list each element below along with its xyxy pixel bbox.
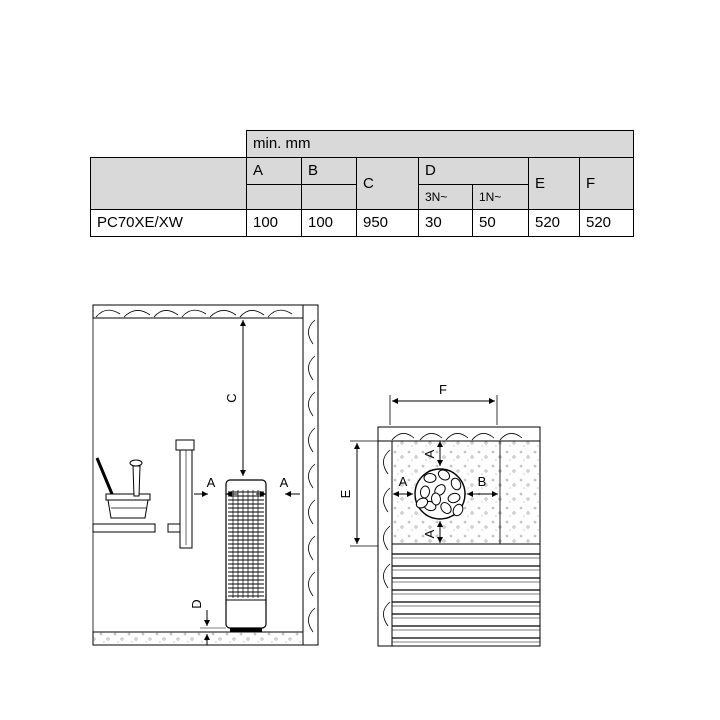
col-subheader-d-1n: 1N~	[472, 184, 529, 210]
dimension-f: F	[389, 382, 498, 425]
heater-grille	[228, 490, 264, 598]
cell-d-1n: 50	[472, 209, 529, 237]
cell-a: 100	[246, 209, 302, 237]
top-floor	[391, 440, 541, 545]
table-group-header: min. mm	[246, 130, 634, 158]
dimension-a-top-left: A	[393, 474, 413, 497]
col-subheader-b-blank	[301, 184, 357, 210]
label-d: D	[189, 599, 204, 608]
col-header-c: C	[356, 157, 419, 210]
col-header-f: F	[579, 157, 634, 210]
bench	[92, 439, 195, 549]
clearance-table: min. mm A B C D E F 3N~ 1N~ PC70XE/XW 10…	[90, 130, 634, 237]
label-f: F	[439, 382, 447, 397]
label-a-top-left: A	[399, 474, 408, 489]
dimension-a-right: A	[256, 475, 300, 497]
dimension-a-left: A	[194, 475, 238, 497]
top-back-wall	[377, 426, 541, 442]
row-model: PC70XE/XW	[90, 209, 247, 237]
dimension-d: D	[189, 599, 226, 645]
top-view: F E A A B A	[338, 382, 541, 647]
label-e: E	[338, 489, 353, 498]
ceiling-boards	[92, 304, 304, 319]
cell-f: 520	[579, 209, 634, 237]
cell-b: 100	[301, 209, 357, 237]
side-view: C A A D	[92, 304, 319, 646]
label-a-top: A	[422, 449, 437, 458]
label-c: C	[224, 393, 239, 402]
dimension-e: E	[338, 440, 378, 547]
label-a-bottom: A	[422, 529, 437, 538]
label-a-side-left: A	[207, 475, 216, 490]
dimension-a-bottom: A	[422, 521, 443, 543]
cell-c: 950	[356, 209, 419, 237]
label-b: B	[478, 474, 487, 489]
dimension-b: B	[467, 474, 498, 497]
floor	[92, 631, 304, 646]
col-header-b: B	[301, 157, 357, 185]
col-header-d: D	[418, 157, 529, 185]
top-side-wall	[377, 440, 393, 647]
col-subheader-d-3n: 3N~	[418, 184, 473, 210]
top-bench-boards	[391, 543, 541, 647]
heater	[225, 479, 267, 632]
side-wall-boards	[302, 304, 319, 646]
table-row: PC70XE/XW 100 100 950 30 50 520 520	[90, 209, 634, 237]
col-subheader-a-blank	[246, 184, 302, 210]
bucket-icon	[95, 457, 151, 519]
dimension-a-top: A	[422, 441, 443, 466]
label-a-side-right: A	[280, 475, 289, 490]
heater-stones-icon	[414, 468, 466, 520]
dimension-c: C	[224, 320, 246, 476]
